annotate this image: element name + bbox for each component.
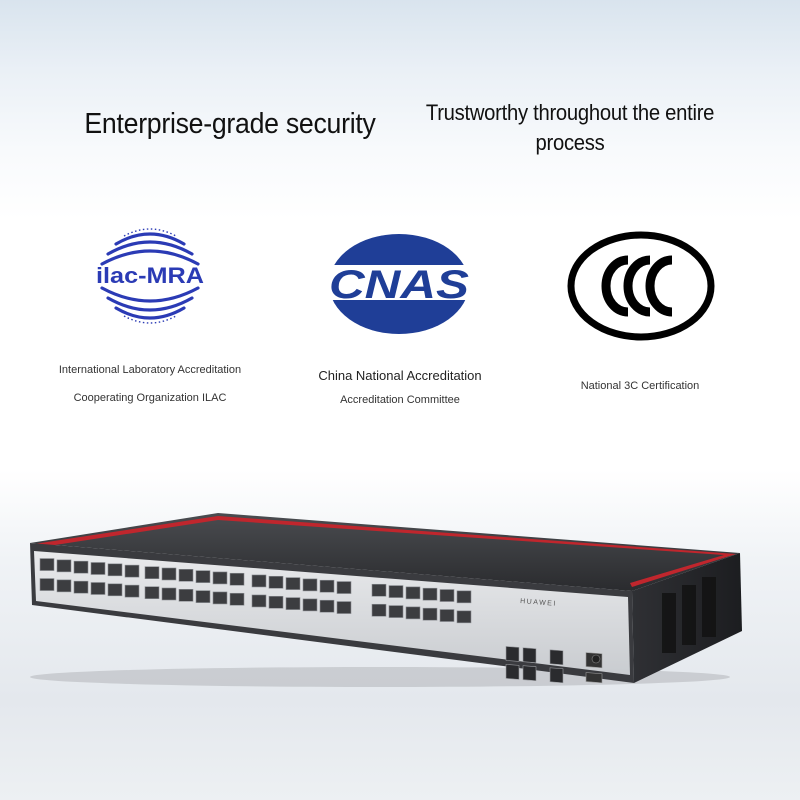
rj45-port	[229, 572, 245, 586]
rj45-port	[251, 594, 267, 608]
ilac-mra-logo-icon: ilac-MRA	[94, 228, 206, 324]
rj45-port	[405, 586, 421, 600]
rj45-port	[39, 578, 55, 591]
cnas-logo-text: CNAS	[329, 263, 469, 307]
rj45-port	[178, 569, 194, 582]
rj45-port	[319, 599, 335, 613]
rj45-port	[195, 570, 211, 583]
rj45-port	[107, 563, 123, 577]
rj45-port	[73, 580, 89, 594]
headline-trustworthy: Trustworthy throughout the entire proces…	[425, 100, 715, 155]
rj45-port	[268, 595, 284, 609]
rj45-port	[124, 564, 140, 578]
cnas-logo-icon: CNAS	[326, 234, 472, 334]
rj45-port	[319, 579, 335, 593]
rj45-port	[229, 592, 245, 606]
rj45-port	[195, 590, 211, 603]
rj45-port	[371, 583, 387, 597]
rj45-port	[73, 560, 89, 574]
switch-brand-text: HUAWEI	[520, 598, 557, 608]
rj45-port	[456, 610, 472, 624]
rj45-port	[251, 574, 267, 588]
rj45-port	[422, 607, 438, 621]
rj45-port	[56, 579, 72, 593]
rj45-port	[107, 583, 123, 597]
ilac-caption-line-2: Cooperating Organization ILAC	[73, 392, 227, 404]
rj45-port	[439, 609, 455, 622]
rj45-port	[56, 559, 72, 573]
cnas-caption-line-1: China National Accreditation	[318, 368, 482, 383]
rj45-port	[144, 566, 160, 579]
rj45-port	[39, 558, 55, 571]
cnas-caption-line-2: Accreditation Committee	[340, 394, 460, 406]
rj45-port	[422, 587, 438, 601]
rj45-port	[302, 578, 318, 592]
rj45-port	[161, 567, 177, 581]
ccc-logo-icon	[567, 231, 715, 341]
network-switch-image: HUAWEI	[30, 513, 742, 687]
rj45-port	[371, 603, 387, 617]
headline-enterprise-security: Enterprise-grade security	[84, 108, 376, 140]
rj45-port	[302, 598, 318, 612]
rj45-port	[212, 571, 228, 585]
rj45-port	[285, 597, 301, 610]
rj45-port	[212, 591, 228, 605]
rj45-port	[336, 601, 352, 614]
rj45-port	[90, 582, 106, 595]
rj45-port	[439, 589, 455, 602]
rj45-port	[456, 590, 472, 604]
ilac-logo-text: ilac-MRA	[96, 263, 204, 288]
rj45-port	[405, 606, 421, 620]
rj45-port	[388, 605, 404, 618]
rj45-port	[285, 577, 301, 590]
rj45-port	[144, 586, 160, 599]
rj45-port	[161, 587, 177, 601]
rj45-port	[268, 575, 284, 589]
ilac-caption-line-1: International Laboratory Accreditation	[58, 364, 242, 376]
rj45-port	[90, 562, 106, 575]
rj45-port	[388, 585, 404, 598]
rj45-port	[124, 584, 140, 598]
rj45-port	[178, 589, 194, 602]
ccc-caption-line-1: National 3C Certification	[580, 380, 700, 392]
rj45-port	[336, 581, 352, 594]
